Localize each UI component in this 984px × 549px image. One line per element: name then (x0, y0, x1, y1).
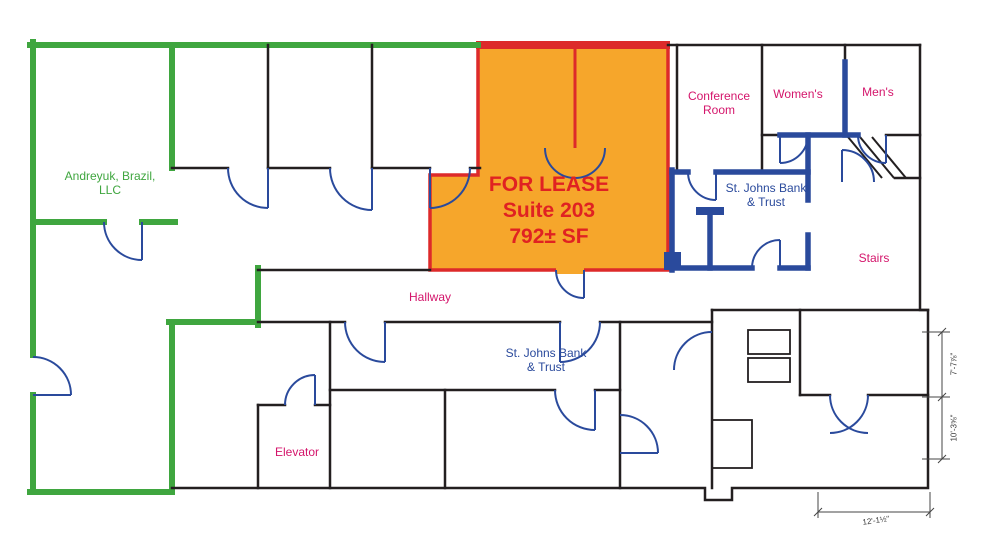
walls-blue (669, 59, 861, 273)
walls-green (27, 39, 481, 495)
suite-203-door-opening (556, 264, 584, 274)
dimension-lines (813, 327, 950, 518)
walls-black (170, 43, 930, 502)
stair-treads (847, 136, 907, 179)
door-arcs (32, 134, 887, 454)
suite-203-top-red-bar (476, 41, 670, 49)
fixtures (711, 329, 791, 469)
walls-blue-tabs (664, 207, 724, 270)
suite-203-highlight (428, 41, 670, 274)
